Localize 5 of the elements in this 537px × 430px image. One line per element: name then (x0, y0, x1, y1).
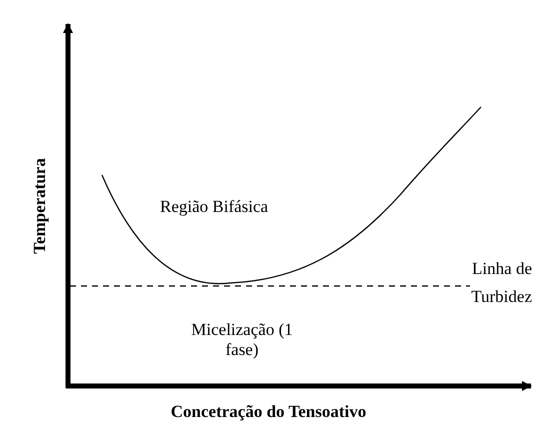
region-label: Micelização (1 fase) (190, 320, 294, 360)
axis-title: Temperatura (30, 157, 50, 256)
axis-title: Concetração do Tensoativo (170, 402, 368, 422)
region-label: Região Bifásica (160, 197, 268, 217)
line-label: Linha de Turbidez (470, 258, 532, 308)
